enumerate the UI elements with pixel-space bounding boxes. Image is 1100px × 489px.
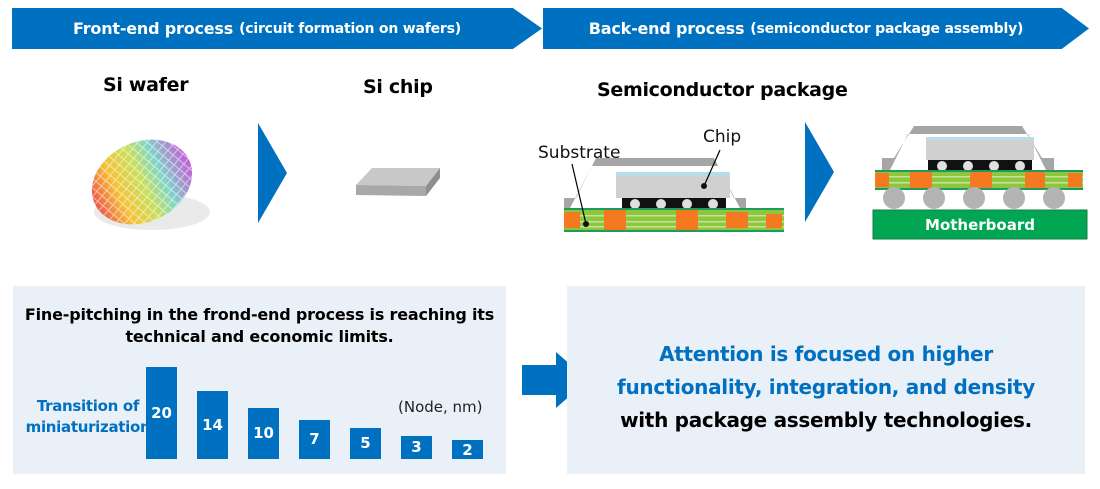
node-bar: 14: [197, 391, 228, 459]
package-focus-panel: Attention is focused on higher functiona…: [567, 286, 1085, 474]
si-chip-icon: [356, 168, 440, 196]
front-end-title: Front-end process: [73, 19, 234, 38]
node-bar: 3: [401, 435, 432, 459]
miniaturization-label-line2: miniaturization: [25, 418, 151, 436]
node-bar-label: 10: [253, 424, 274, 443]
back-end-title: Back-end process: [588, 19, 745, 38]
substrate-layers: [564, 208, 784, 232]
si-wafer-title: Si wafer: [103, 74, 189, 96]
front-end-subtitle: (circuit formation on wafers): [239, 20, 461, 37]
limits-heading-line2: technical and economic limits.: [125, 327, 394, 346]
node-bar: 10: [248, 407, 279, 459]
focus-line2: functionality, integration, and density: [617, 375, 1035, 399]
semiconductor-package-diagram: [564, 149, 784, 232]
package-on-motherboard-diagram: Motherboard: [872, 126, 1088, 240]
node-bar: 7: [299, 419, 330, 459]
semiconductor-package-title: Semiconductor package: [597, 79, 848, 101]
back-end-process-header: Back-end process (semiconductor package …: [543, 8, 1089, 49]
miniaturization-label: Transition of miniaturization: [25, 396, 151, 438]
si-wafer-icon: [91, 139, 210, 230]
focus-line1: Attention is focused on higher: [659, 342, 993, 366]
motherboard-label: Motherboard: [925, 216, 1035, 234]
process-arrow-icon: [805, 122, 834, 222]
limits-heading-line1: Fine-pitching in the frond-end process i…: [24, 305, 495, 324]
miniaturization-label-line1: Transition of: [36, 397, 140, 415]
front-end-process-header: Front-end process (circuit formation on …: [12, 8, 542, 49]
chip-label: Chip: [703, 127, 742, 147]
focus-line3: with package assembly technologies.: [620, 408, 1032, 432]
node-bar: 20: [146, 367, 177, 459]
node-bar-label: 5: [360, 434, 371, 453]
back-end-subtitle: (semiconductor package assembly): [750, 20, 1024, 37]
node-bar-label: 7: [309, 430, 320, 449]
node-bar-label: 2: [462, 440, 473, 459]
si-chip-title: Si chip: [363, 76, 433, 98]
node-bar-label: 14: [202, 416, 223, 435]
node-bar: 5: [350, 427, 381, 459]
process-arrow-icon: [258, 123, 287, 223]
node-unit-label: (Node, nm): [398, 398, 483, 416]
front-end-limits-panel: Fine-pitching in the frond-end process i…: [13, 286, 506, 474]
package-focus-message: Attention is focused on higher functiona…: [567, 338, 1085, 437]
node-bar-label: 20: [151, 404, 172, 422]
limits-heading: Fine-pitching in the frond-end process i…: [13, 304, 506, 348]
substrate-label: Substrate: [538, 143, 621, 163]
node-bar: 2: [452, 440, 483, 459]
node-bar-label: 3: [411, 438, 422, 457]
